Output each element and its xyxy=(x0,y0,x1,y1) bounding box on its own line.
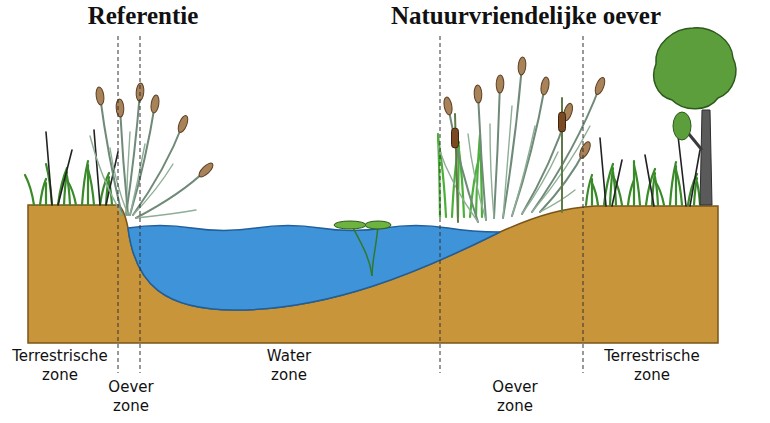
grass-blade xyxy=(655,181,664,205)
title-heading: Referentie xyxy=(43,0,243,31)
zone-label: Water zone xyxy=(249,347,329,385)
reed-leaf xyxy=(512,126,535,216)
zone-label: Terrestrische zone xyxy=(591,347,713,385)
reed-plume xyxy=(496,75,504,93)
title-heading: Natuurvriendelijke oever xyxy=(336,0,716,31)
reed-stem xyxy=(478,94,486,220)
zone-label: Oever zone xyxy=(480,378,550,416)
cattail-head xyxy=(452,128,459,148)
twig xyxy=(600,138,606,206)
grass-blade xyxy=(697,182,700,205)
reed-leaf xyxy=(136,210,196,218)
reed-stem xyxy=(126,92,140,215)
grass-blade xyxy=(45,183,47,205)
grass-blade xyxy=(40,179,46,205)
reed-plume xyxy=(593,76,606,96)
reed-plume xyxy=(517,57,526,76)
reed-stem xyxy=(448,106,478,222)
grass-blade xyxy=(634,165,640,205)
reed-stem xyxy=(120,108,128,215)
reed-plume xyxy=(116,99,125,117)
reed-leaf xyxy=(110,148,128,215)
water-body xyxy=(128,226,500,311)
zone-label: Terrestrische zone xyxy=(1,347,119,385)
reed-plume xyxy=(540,76,551,95)
reed-plume xyxy=(197,161,215,179)
zone-label: Oever zone xyxy=(96,378,166,416)
grass-blade xyxy=(586,175,592,205)
twig xyxy=(690,150,700,206)
ground-profile xyxy=(28,205,718,343)
twig xyxy=(645,155,654,206)
grass-blade xyxy=(676,170,682,205)
grass-blade xyxy=(82,161,88,205)
reed-plume xyxy=(443,96,454,115)
cattail-head xyxy=(559,112,566,132)
reed-plume xyxy=(176,114,190,134)
water-lily xyxy=(334,221,391,276)
reed-stem xyxy=(494,84,500,218)
reed-leaf xyxy=(90,136,122,215)
twig xyxy=(46,132,52,205)
reed-stem xyxy=(136,170,206,218)
reed-plume xyxy=(95,87,105,106)
grass-blade xyxy=(25,175,34,205)
grass-blade xyxy=(67,180,76,205)
zone-dividers xyxy=(118,36,583,373)
reed-leaf xyxy=(133,164,173,215)
twig xyxy=(58,150,72,205)
grass-blade xyxy=(592,183,598,205)
reed-stem xyxy=(512,86,545,216)
reed-stem xyxy=(532,86,600,212)
reed-leaf xyxy=(503,106,512,218)
reed-plume xyxy=(578,140,593,159)
vegetation xyxy=(25,57,700,222)
tree xyxy=(654,28,736,205)
reed-leaf xyxy=(490,124,494,218)
reed-plume xyxy=(474,85,482,103)
grass-blade xyxy=(88,169,94,205)
reed-plume xyxy=(150,95,160,114)
reed-leaf xyxy=(468,134,486,220)
twig xyxy=(612,160,622,206)
reed-leaf xyxy=(540,190,575,212)
grass-blade xyxy=(670,162,676,205)
reed-stem xyxy=(130,104,155,215)
